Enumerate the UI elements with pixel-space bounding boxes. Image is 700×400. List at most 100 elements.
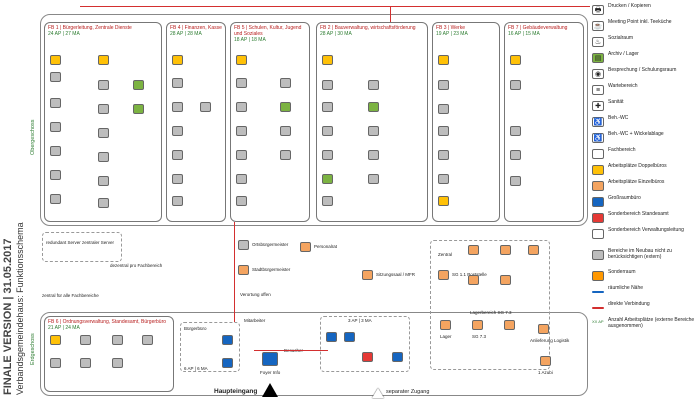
fb6-block <box>142 335 153 345</box>
fb5-block <box>280 78 291 88</box>
fb4-block <box>172 126 183 136</box>
buergerbuero-zone <box>180 322 240 372</box>
fb5-block <box>280 126 291 136</box>
legend-label: Archiv / Lager <box>608 51 639 57</box>
legend-item: Sonderbereich Standesamt <box>590 211 700 226</box>
fb1-block <box>98 176 109 186</box>
legend-item: Großraumbüro <box>590 195 700 210</box>
fb1-title: FB 1 | Bürgerleitung, Zentrale Dienste <box>48 25 132 31</box>
legend-label: Meeting Point inkl. Teeküche <box>608 19 672 25</box>
legend-item: ▤ Archiv / Lager <box>590 51 700 66</box>
poststelle-block <box>438 270 449 280</box>
fb3-block <box>438 104 449 114</box>
anlieferung-block <box>538 324 549 334</box>
sg61-count: 3 AP | 3 MA <box>348 318 372 323</box>
legend-item: direkte Verbindung <box>590 301 700 316</box>
legend: 🖶Drucken / Kopieren☕Meeting Point inkl. … <box>590 0 700 400</box>
fb3-block <box>438 80 449 90</box>
fb5-block <box>280 150 291 160</box>
legend-item: ✚Sanität <box>590 99 700 114</box>
fb3-block <box>438 126 449 136</box>
sg73-block <box>468 275 479 285</box>
buergerbuero-label: Bürgerbüro <box>184 326 207 331</box>
legend-swatch <box>592 291 604 293</box>
archive-icon: ▤ <box>592 53 604 63</box>
fb5-block <box>236 150 247 160</box>
fb4-count: 28 AP | 28 MA <box>170 31 202 37</box>
floor-label-upper: Obergeschoss <box>30 119 36 155</box>
legend-label: Bereiche im Neubau nicht zu berücksichti… <box>608 248 672 260</box>
personalrat-label: Personalrat <box>314 244 338 249</box>
legend-swatch <box>592 250 604 260</box>
fb1-count: 24 AP | 27 MA <box>48 31 80 37</box>
legend-label: Wartebereich <box>608 83 638 89</box>
haupteingang-arrow-icon <box>262 383 278 397</box>
legend-swatch <box>592 213 604 223</box>
fb1-archive <box>133 80 144 90</box>
legend-label: direkte Verbindung <box>608 301 650 307</box>
legend-label: Sonderraum <box>608 269 636 275</box>
sg73-block <box>500 275 511 285</box>
fb3-count: 19 AP | 23 MA <box>436 31 468 37</box>
foyer-block <box>262 352 278 366</box>
connection-line <box>234 222 235 322</box>
legend-item: Arbeitsplätze Einzelbüros <box>590 179 700 194</box>
fb6-count: 21 AP | 24 MA <box>48 325 80 331</box>
fb1-block <box>50 122 61 132</box>
haupteingang-label: Haupteingang <box>214 388 258 395</box>
fb2-title: FB 2 | Bauverwaltung, wirtschaftsförderu… <box>320 25 416 31</box>
legend-swatch <box>592 307 604 309</box>
legend-swatch <box>592 165 604 175</box>
sg73-block <box>500 245 511 255</box>
fb2-block <box>322 80 333 90</box>
legend-label: Drucken / Kopieren <box>608 3 651 9</box>
sg61-block <box>392 352 403 362</box>
mitarbeiter-label: Mitarbeiter <box>244 318 266 323</box>
fb2-block <box>322 102 333 112</box>
fb4-title: FB 4 | Finanzen, Kasse <box>170 25 222 31</box>
fb4-block <box>172 102 183 112</box>
fb1-block <box>50 146 61 156</box>
legend-swatch <box>592 197 604 207</box>
fb4-block <box>172 150 183 160</box>
buergerbuero-block <box>222 358 233 368</box>
legend-item: ♿Beh.-WC <box>590 115 700 130</box>
fb7-block <box>510 80 521 90</box>
waiting-icon: ≡ <box>592 85 604 95</box>
zentral-server-label: zentraler Server <box>82 240 115 245</box>
legend-label: Großraumbüro <box>608 195 641 201</box>
fb5-count: 18 AP | 18 MA <box>234 37 266 43</box>
legend-swatch <box>592 229 604 239</box>
sg61-block <box>326 332 337 342</box>
legend-label: Arbeitsplätze Einzelbüros <box>608 179 665 185</box>
dept-fb2: FB 2 | Bauverwaltung, wirtschaftsförderu… <box>316 22 428 222</box>
fb3-block <box>438 150 449 160</box>
poststelle-label: SG 1.1 Poststelle <box>452 272 487 277</box>
fb5-title: FB 5 | Schulen, Kultur, Jugend und Sozia… <box>234 25 302 37</box>
azubi-block <box>540 356 551 366</box>
fb5-block <box>236 126 247 136</box>
legend-item: ◉Besprechung / Schulungsraum <box>590 67 700 82</box>
sg61-zone <box>320 316 410 372</box>
fb2-block <box>368 174 379 184</box>
fb6-block <box>80 335 91 345</box>
fb4-block <box>172 196 183 206</box>
fb2-block <box>322 196 333 206</box>
fb5-block <box>236 78 247 88</box>
legend-item: Bereiche im Neubau nicht zu berücksichti… <box>590 248 700 263</box>
sg73-block <box>504 320 515 330</box>
fb5-block <box>236 55 247 65</box>
wc-baby-icon: ♿ <box>592 133 604 143</box>
fb1-block <box>98 128 109 138</box>
ortsbuergermeister-block <box>238 240 249 250</box>
coffee-icon: ☕ <box>592 21 604 31</box>
fb2-block <box>368 80 379 90</box>
fb6-block <box>50 335 61 345</box>
fb5-archive <box>280 102 291 112</box>
ortsbuergermeister-label: Ortsbürgermeister <box>252 242 289 247</box>
legend-label: Anzahl Arbeitsplätze (externe Bereiche a… <box>608 317 695 329</box>
legend-label: Besprechung / Schulungsraum <box>608 67 677 73</box>
